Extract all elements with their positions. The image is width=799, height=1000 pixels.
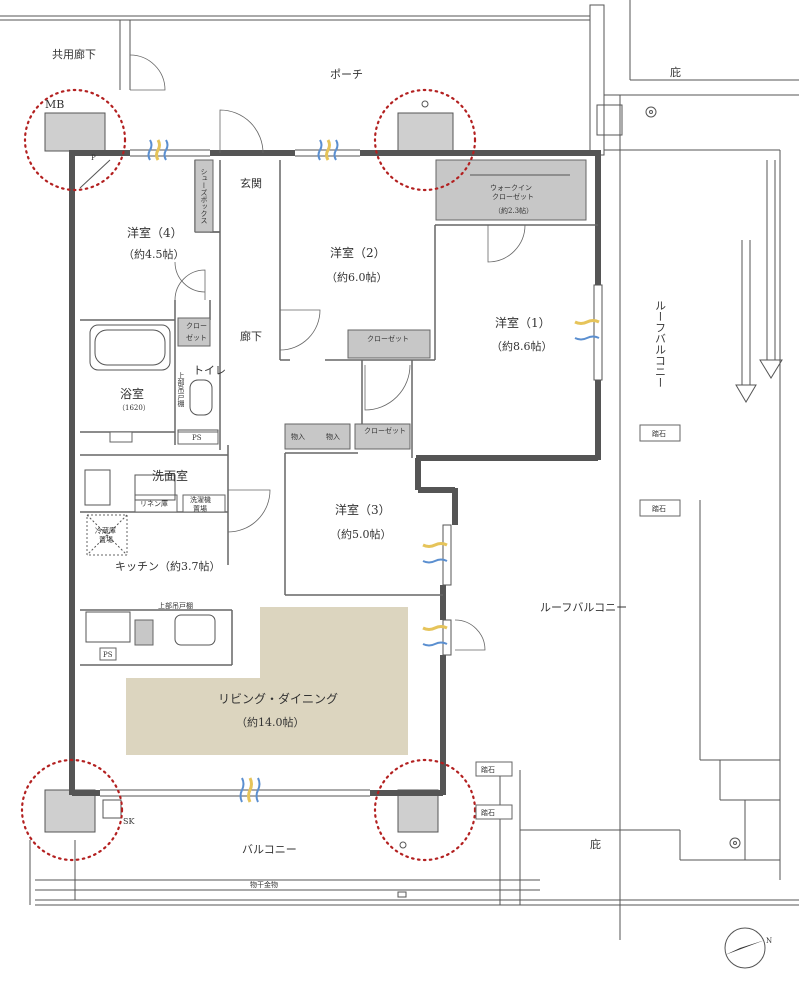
ldk-name: リビング・ダイニング bbox=[218, 691, 338, 706]
bath-label: 浴室 bbox=[120, 386, 144, 401]
storage-label-2: 物入 bbox=[326, 432, 340, 441]
room2-name: 洋室（2） bbox=[330, 245, 386, 260]
walkin-size-label: （約2.3帖） bbox=[494, 206, 533, 215]
labels: 共用廊下 MB ポーチ 庇 P シューズボックス 玄関 ウォークイン クローゼッ… bbox=[45, 47, 681, 898]
highlight-circle bbox=[373, 758, 477, 862]
closet-short-line2: ゼット bbox=[186, 333, 207, 342]
washer-label-1: 洗濯機 bbox=[190, 495, 211, 504]
ps-toilet-label: PS bbox=[192, 434, 202, 442]
walkin-closet-label-1: ウォークイン bbox=[490, 184, 532, 192]
stepping-stones bbox=[99, 424, 681, 820]
bath-size-label: （1620） bbox=[118, 404, 150, 412]
p-label: P bbox=[91, 154, 96, 162]
storage-label-1: 物入 bbox=[291, 432, 305, 441]
closet-label-room3: クローゼット bbox=[364, 426, 406, 435]
stepping-stone-label-2: 踏石 bbox=[652, 504, 666, 513]
toilet-label: トイレ bbox=[193, 364, 226, 377]
partitions bbox=[79, 159, 598, 666]
compass-icon bbox=[724, 927, 766, 969]
eaves-bottom-label: 庇 bbox=[590, 837, 601, 851]
closets bbox=[86, 159, 587, 556]
upper-cabinet-label: 上部吊戸棚 bbox=[158, 601, 193, 610]
washer-label-2: 置場 bbox=[193, 504, 207, 513]
linen-label: リネン庫 bbox=[140, 499, 168, 508]
walls bbox=[69, 150, 601, 796]
north-compass: N bbox=[724, 927, 772, 969]
highlight-circles bbox=[20, 88, 477, 862]
balcony-label: バルコニー bbox=[242, 843, 297, 856]
shoe-box-label: シューズボックス bbox=[200, 168, 208, 224]
mb-label: MB bbox=[45, 98, 64, 111]
hallway-label: 廊下 bbox=[240, 329, 262, 343]
highlight-circle bbox=[20, 758, 124, 862]
sk-label: SK bbox=[123, 817, 135, 826]
washroom-label: 洗面室 bbox=[152, 468, 188, 483]
highlight-circle bbox=[23, 88, 127, 192]
north-label: N bbox=[766, 937, 772, 945]
closet-short-line1: クロー bbox=[186, 322, 207, 330]
fridge-label-2: 置場 bbox=[99, 535, 113, 544]
room3-size: （約5.0帖） bbox=[330, 527, 392, 541]
context-lines bbox=[0, 0, 799, 940]
ps-kitchen-label: PS bbox=[103, 651, 113, 659]
walkin-closet-label-2: クローゼット bbox=[492, 192, 534, 201]
roof-balcony-vertical-label: ルーフバルコニー bbox=[654, 300, 667, 388]
room2-size: （約6.0帖） bbox=[326, 270, 388, 284]
kitchen-label: キッチン（約3.7帖） bbox=[115, 559, 221, 573]
stepping-stone-label-1: 踏石 bbox=[652, 429, 666, 438]
roof-balcony-label: ルーフバルコニー bbox=[540, 601, 627, 614]
room4-size: （約4.5帖） bbox=[123, 247, 185, 261]
room1-name: 洋室（1） bbox=[495, 315, 551, 330]
entrance-label: 玄関 bbox=[240, 176, 262, 190]
stepping-stone-label-4: 踏石 bbox=[481, 808, 495, 817]
windows bbox=[100, 149, 603, 797]
drying-label: 物干金物 bbox=[250, 880, 278, 889]
room3-name: 洋室（3） bbox=[335, 502, 391, 517]
upper-shelf-label: 上部吊戸棚 bbox=[177, 371, 185, 408]
doors bbox=[129, 54, 526, 651]
eaves-top-label: 庇 bbox=[670, 65, 681, 79]
airflow-marks bbox=[147, 139, 600, 803]
room1-size: （約8.6帖） bbox=[491, 339, 553, 353]
porch-label: ポーチ bbox=[330, 68, 363, 81]
closet-label-room2: クローゼット bbox=[367, 334, 409, 343]
room4-name: 洋室（4） bbox=[127, 225, 183, 240]
highlight-circle bbox=[373, 88, 477, 192]
ldk-size: （約14.0帖） bbox=[236, 715, 305, 729]
fridge-label-1: 冷蔵庫 bbox=[95, 526, 116, 535]
common-corridor-label: 共用廊下 bbox=[52, 47, 96, 61]
stepping-stone-label-3: 踏石 bbox=[481, 765, 495, 774]
structure-columns bbox=[44, 100, 454, 849]
ldk-area bbox=[126, 607, 408, 755]
fixtures bbox=[84, 324, 219, 819]
